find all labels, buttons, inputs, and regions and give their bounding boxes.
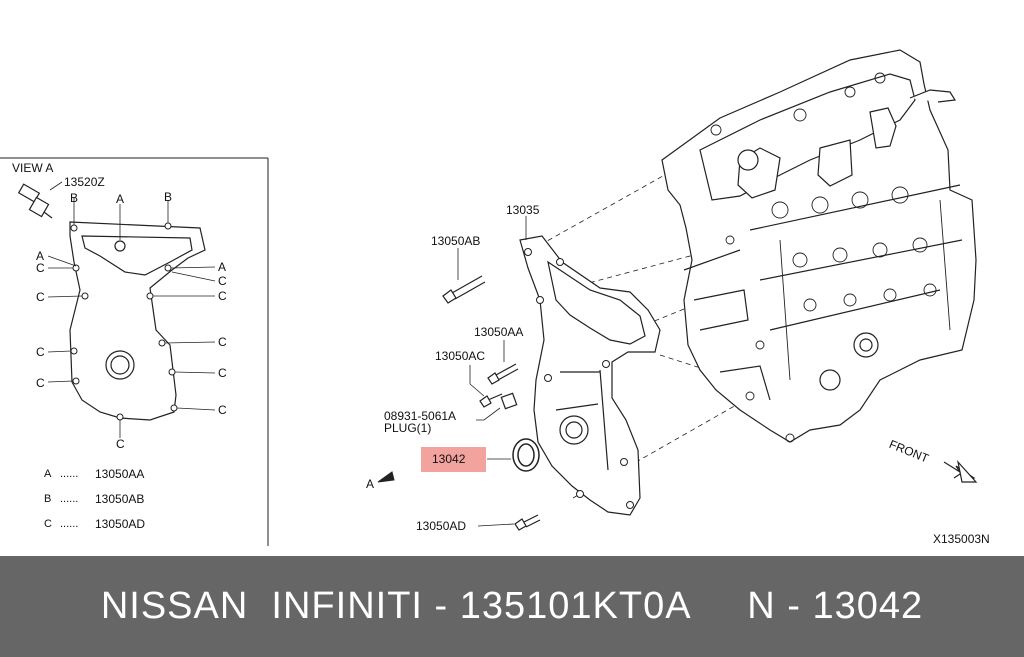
legend-part: 13050AD: [95, 517, 146, 531]
bolt-marker-b: B: [70, 191, 79, 205]
bolt-marker-c: C: [36, 290, 45, 304]
footer-bar: NISSAN INFINITI - 135101KT0A N - 13042: [0, 556, 1024, 657]
bolt-marker-a: A: [116, 192, 125, 206]
view-a-arrow: [377, 471, 395, 483]
legend-dots: ......: [60, 518, 79, 530]
view-a-title: VIEW A: [12, 161, 54, 175]
callout-13050ac[interactable]: 13050AC: [435, 349, 486, 363]
callout-leaders: [457, 216, 527, 527]
bolt-marker-c: C: [218, 289, 227, 303]
callout-08931-5061a[interactable]: 08931-5061A: [384, 409, 457, 423]
footer-part-number: NISSAN INFINITI - 135101KT0A N - 13042: [100, 585, 924, 627]
legend-dots: ......: [60, 468, 79, 480]
bolt-marker-c: C: [218, 335, 227, 349]
callout-13042[interactable]: 13042: [432, 452, 466, 466]
front-arrow: [943, 459, 978, 483]
engine-block: [661, 49, 977, 443]
bolt-13050ac: [479, 393, 503, 408]
bolt-marker-c: C: [218, 366, 227, 380]
bolt-marker-a: A: [36, 249, 45, 263]
bolt-marker-c: C: [218, 403, 227, 417]
oil-seal-13042: [512, 438, 540, 472]
legend-key: C: [44, 518, 52, 530]
legend-dots: ......: [60, 493, 79, 505]
plug-08931: [500, 392, 518, 410]
bolt-marker-c: C: [116, 437, 125, 451]
legend-part: 13050AA: [95, 467, 145, 481]
view-a-frame: [0, 157, 269, 546]
bolt-13050ab: [442, 275, 486, 304]
legend-key: B: [44, 493, 52, 505]
bolt-13050aa: [487, 363, 519, 385]
engine-details: [710, 72, 951, 443]
callout-plug: PLUG(1): [384, 421, 432, 435]
callout-13050ad[interactable]: 13050AD: [416, 519, 467, 533]
bolt-marker-b: B: [164, 190, 173, 204]
highlight-13042: [421, 447, 486, 472]
view-a-bolt-holes: [70, 222, 178, 421]
diagram-id: X135003N: [933, 532, 990, 546]
view-a-cover-outline: [69, 221, 206, 421]
bolt-marker-c: C: [218, 274, 227, 288]
sensor-13520z: [17, 183, 53, 219]
parts-diagram: VIEW A 13520Z B A B A C C C C A C C C C …: [0, 49, 990, 546]
arrow-a-label: A: [366, 477, 375, 491]
part-13520z-label: 13520Z: [64, 175, 105, 189]
legend-key: A: [44, 468, 52, 480]
timing-cover: [519, 235, 661, 516]
view-a-leaders: [47, 181, 216, 438]
bolt-13050ad: [514, 514, 541, 531]
callout-13050aa[interactable]: 13050AA: [474, 325, 524, 339]
callout-13050ab[interactable]: 13050AB: [431, 234, 481, 248]
timing-cover-bolts: [524, 248, 634, 509]
callout-13035[interactable]: 13035: [506, 203, 540, 217]
bolt-marker-c: C: [36, 376, 45, 390]
bolt-marker-c: C: [36, 261, 45, 275]
bolt-marker-a: A: [218, 260, 227, 274]
legend-part: 13050AB: [95, 492, 145, 506]
bolt-marker-c: C: [36, 345, 45, 359]
diagram-lines: [0, 49, 978, 546]
